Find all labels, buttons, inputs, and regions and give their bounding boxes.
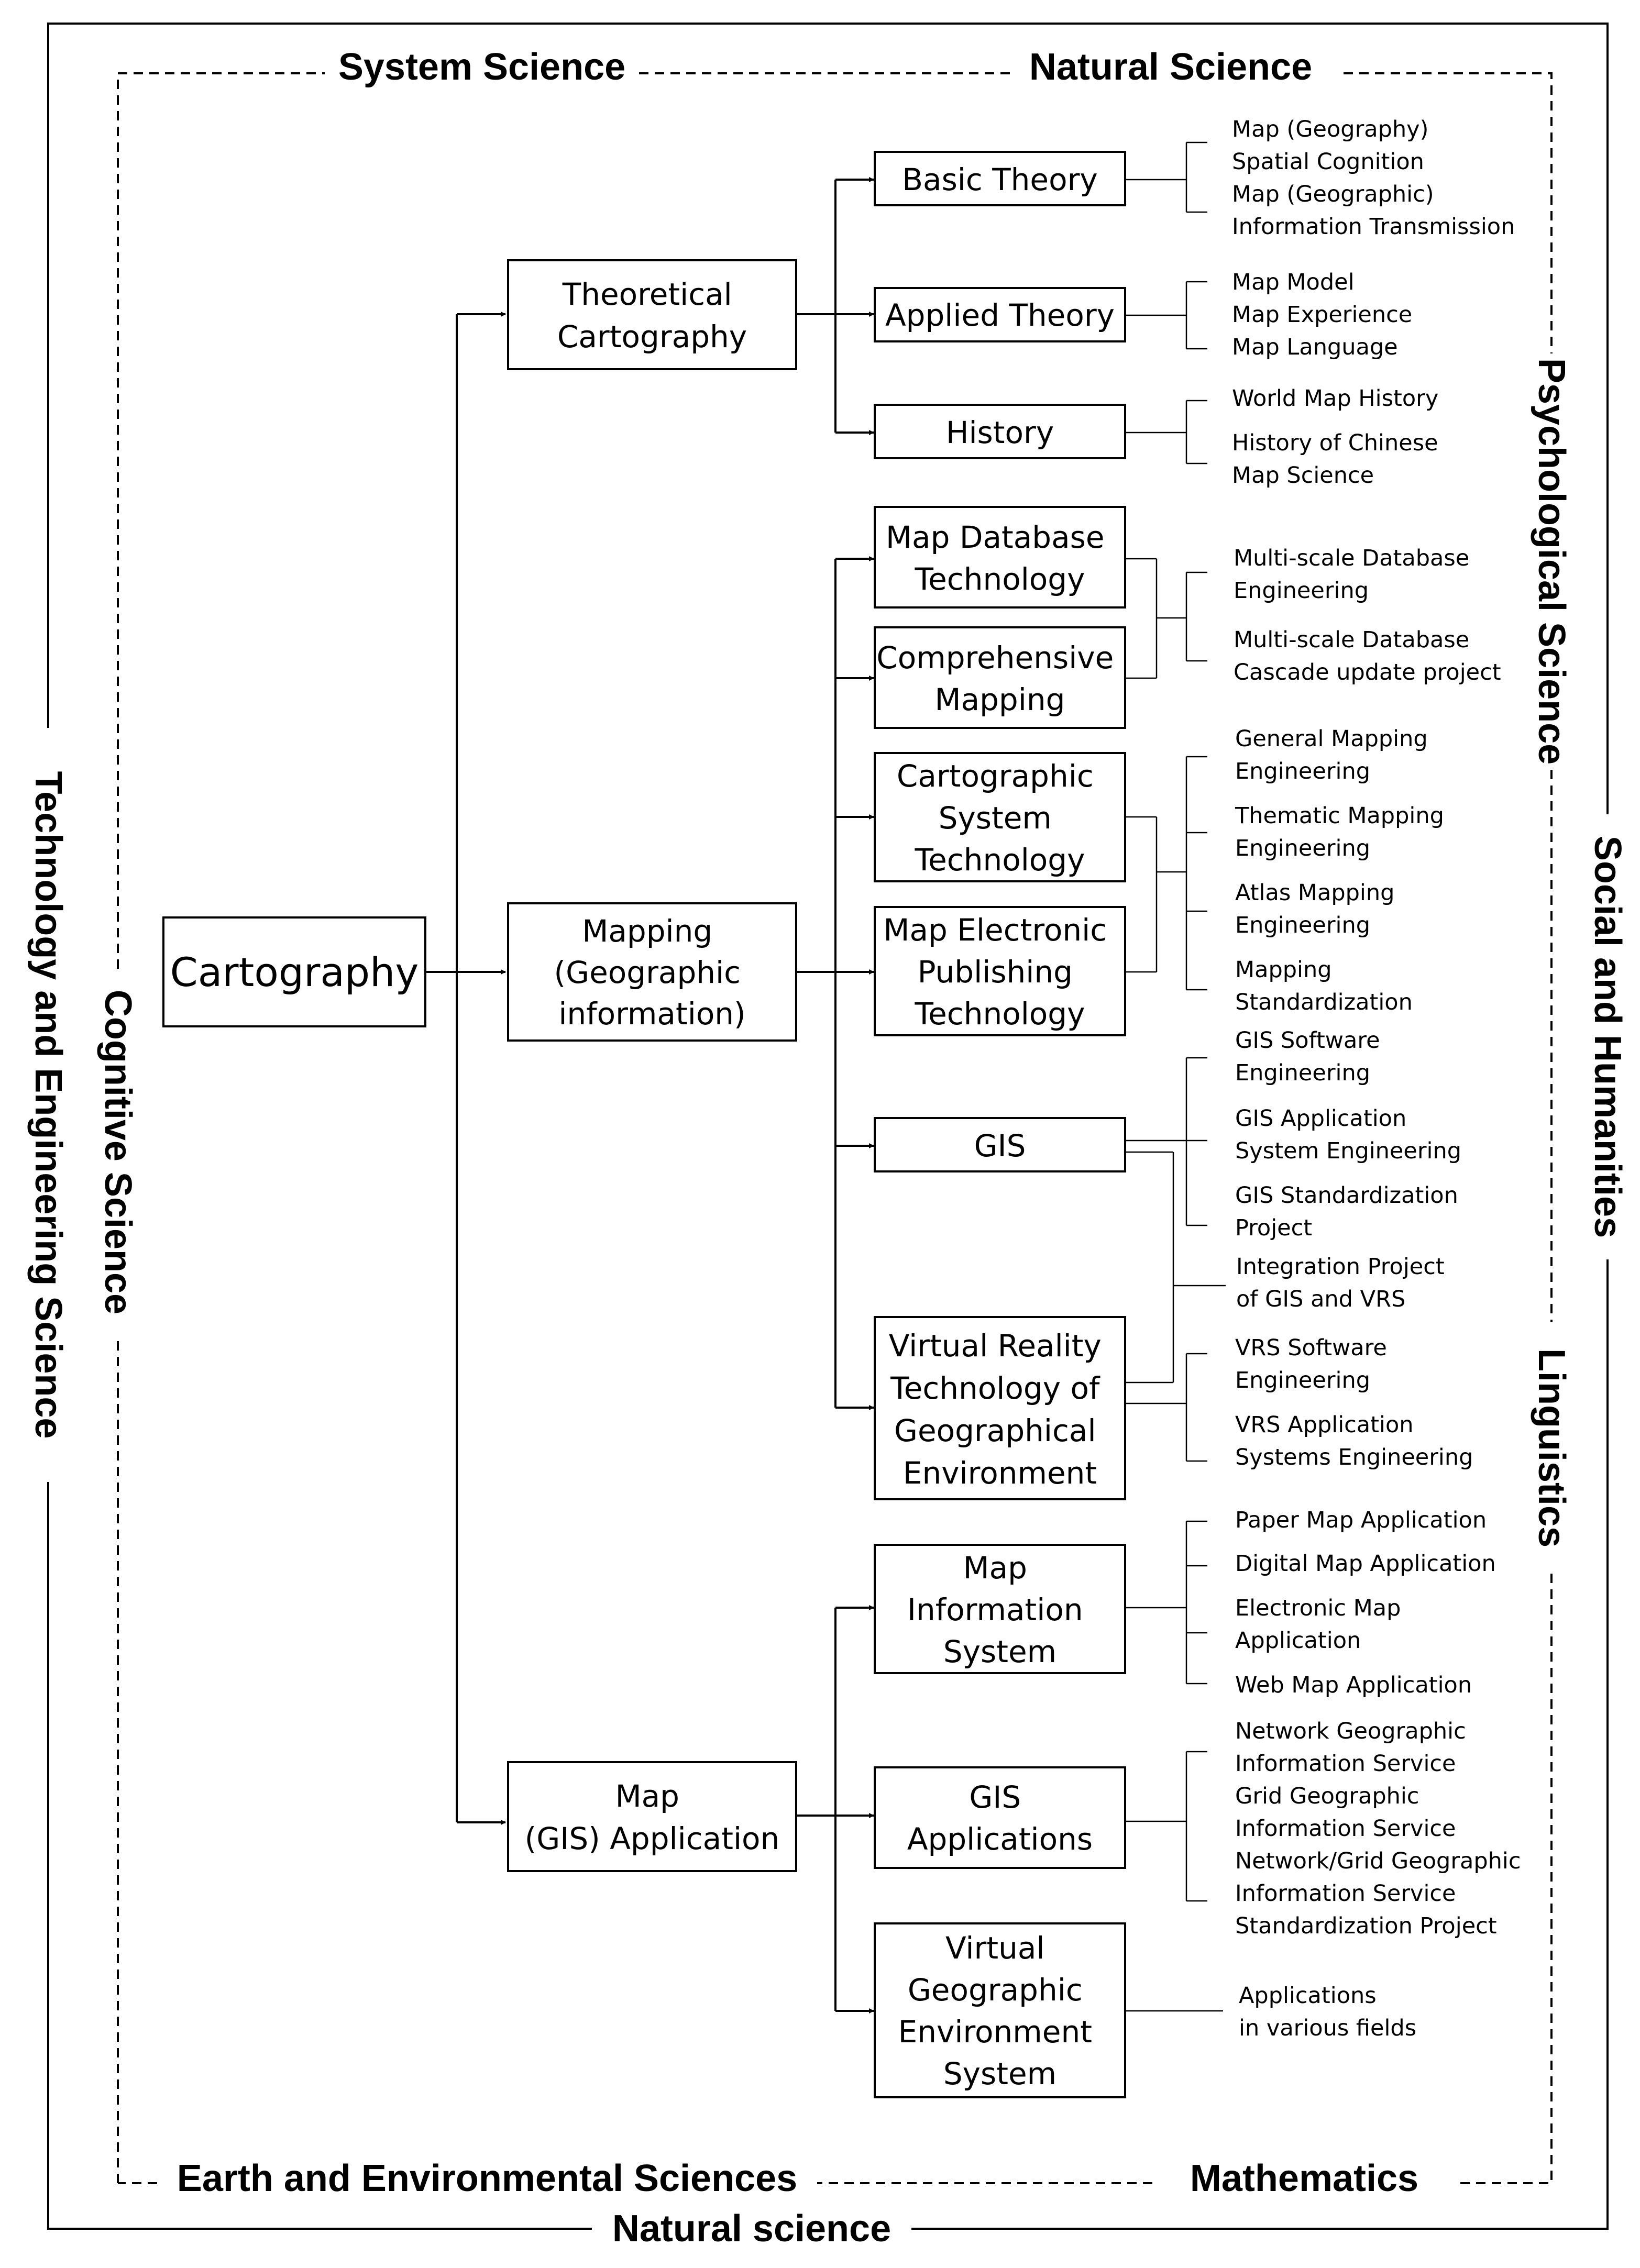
inner-frame-left-label: Cognitive Science [97,990,139,1314]
node-box [874,404,1126,459]
node-virtual-reality-technology[interactable]: Virtual Reality Technology of Geographic… [874,1316,1126,1500]
outer-frame-left-label: Technology and Engineering Science [27,771,69,1439]
node-map-gis-application[interactable]: Map (GIS) Application [507,1761,797,1872]
discipline-frames: Natural science Technology and Engineeri… [27,23,1628,2250]
node-label: Virtual Reality Technology of Geographic… [889,1328,1111,1491]
node-box [507,902,797,1042]
leaf-map-language: Map Language [1232,334,1398,360]
node-box [874,626,1126,729]
leaf-digital-map-application: Digital Map Application [1235,1551,1496,1577]
node-label: Applied Theory [885,297,1115,333]
node-gis[interactable]: GIS [874,1117,1126,1172]
leaf-thematic-mapping-engineering: Thematic Mapping Engineering [1235,803,1451,861]
leaf-network-grid-standardization-project: Network/Grid Geographic Information Serv… [1235,1848,1528,1939]
leaf-labels: Map (Geography) Spatial Cognition Map (G… [1232,116,1528,2041]
leaf-gis-software-engineering: GIS Software Engineering [1235,1027,1387,1086]
node-map-electronic-publishing-technology[interactable]: Map Electronic Publishing Technology [874,906,1126,1036]
leaf-history-chinese-map-science: History of Chinese Map Science [1232,430,1445,489]
node-label: Comprehensive Mapping [876,640,1124,717]
node-label: Cartographic System Technology [897,758,1103,878]
node-gis-applications[interactable]: GIS Applications [874,1766,1126,1869]
leaf-world-map-history: World Map History [1232,385,1438,412]
leaf-electronic-map-application: Electronic Map Application [1235,1595,1408,1654]
node-label: Virtual Geographic Environment System [898,1930,1102,2092]
node-theoretical-cartography[interactable]: Theoretical Cartography [507,259,797,370]
node-box [874,752,1126,882]
leaf-gis-application-system-engineering: GIS Application System Engineering [1235,1105,1461,1164]
node-label: Basic Theory [902,162,1098,197]
leaf-multiscale-database-cascade: Multi-scale Database Cascade update proj… [1234,627,1501,685]
inner-frame-right-upper-label: Psychological Science [1531,358,1572,765]
node-box [162,916,426,1027]
node-box [874,1766,1126,1869]
leaf-applications-various-fields: Applications in various fields [1239,1983,1416,2041]
node-label: Map Electronic Publishing Technology [883,912,1116,1032]
leaf-vrs-software-engineering: VRS Software Engineering [1235,1335,1394,1393]
tree-connectors [425,141,1226,2013]
outer-frame [47,23,1609,2230]
leaf-integration-project: Integration Project of GIS and VRS [1236,1254,1451,1312]
node-label: Mapping (Geographic information) [554,913,751,1032]
leaf-information-transmission: Information Transmission [1232,214,1515,240]
inner-frame-top-right-label: Natural Science [1029,46,1312,88]
node-history[interactable]: History [874,404,1126,459]
node-box [507,259,797,370]
leaf-gis-standardization-project: GIS Standardization Project [1235,1182,1466,1241]
node-box [874,1544,1126,1674]
node-mapping[interactable]: Mapping (Geographic information) [507,902,797,1042]
leaf-paper-map-application: Paper Map Application [1235,1507,1487,1533]
node-box [874,1316,1126,1500]
node-label: Map (GIS) Application [525,1778,780,1856]
inner-frame-bottom-left-label: Earth and Environmental Sciences [177,2158,797,2199]
node-label: Map Information System [907,1550,1093,1669]
leaf-web-map-application: Web Map Application [1235,1672,1472,1698]
node-box [874,1117,1126,1172]
inner-frame-right-lower-label: Linguistics [1531,1348,1572,1547]
node-box [874,1922,1126,2098]
node-map-database-technology[interactable]: Map Database Technology [874,506,1126,609]
leaf-map-geography: Map (Geography) [1232,116,1428,142]
outer-frame-right-label: Social and Humanities [1587,836,1628,1238]
node-applied-theory[interactable]: Applied Theory [874,287,1126,342]
node-basic-theory[interactable]: Basic Theory [874,151,1126,206]
node-label: Map Database Technology [886,519,1114,597]
leaf-multiscale-database-engineering: Multi-scale Database Engineering [1234,545,1477,604]
leaf-vrs-application-systems-engineering: VRS Application Systems Engineering [1235,1412,1473,1470]
node-cartographic-system-technology[interactable]: Cartographic System Technology [874,752,1126,882]
leaf-general-mapping-engineering: General Mapping Engineering [1235,726,1435,784]
node-cartography[interactable]: Cartography [162,916,426,1027]
leaf-grid-geographic-information-service: Grid Geographic Information Service [1235,1783,1456,1842]
node-box [874,287,1126,342]
leaf-spatial-cognition: Spatial Cognition [1232,149,1424,175]
node-label: History [946,415,1054,450]
node-box [874,506,1126,609]
leaf-network-geographic-information-service: Network Geographic Information Service [1235,1718,1473,1777]
node-label: Cartography [170,949,419,995]
inner-frame [117,72,1553,2184]
leaf-map-model: Map Model [1232,269,1355,295]
node-label: Theoretical Cartography [557,276,747,355]
outer-frame-bottom-label: Natural science [612,2208,891,2250]
leaf-map-geographic: Map (Geographic) [1232,181,1434,207]
node-comprehensive-mapping[interactable]: Comprehensive Mapping [874,626,1126,729]
node-label: GIS [974,1128,1026,1164]
leaf-map-experience: Map Experience [1232,302,1412,328]
inner-frame-bottom-right-label: Mathematics [1190,2158,1418,2199]
node-box [507,1761,797,1872]
node-virtual-geographic-environment-system[interactable]: Virtual Geographic Environment System [874,1922,1126,2098]
leaf-atlas-mapping-engineering: Atlas Mapping Engineering [1235,880,1402,938]
node-box [874,151,1126,206]
inner-frame-top-left-label: System Science [338,46,625,88]
node-map-information-system[interactable]: Map Information System [874,1544,1126,1674]
node-label: GIS Applications [907,1779,1093,1857]
node-box [874,906,1126,1036]
leaf-mapping-standardization: Mapping Standardization [1235,957,1413,1015]
